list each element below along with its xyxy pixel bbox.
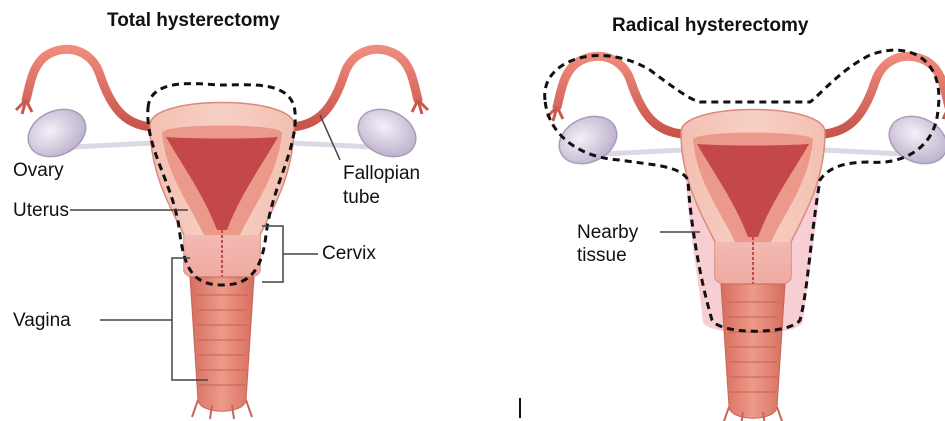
label-nearby-line2: tissue bbox=[577, 245, 627, 266]
label-vagina: Vagina bbox=[13, 310, 71, 331]
label-cervix: Cervix bbox=[322, 243, 376, 264]
left-organ bbox=[16, 49, 428, 419]
label-fallopian-line2: tube bbox=[343, 187, 380, 208]
label-ovary: Ovary bbox=[13, 160, 64, 181]
label-uterus: Uterus bbox=[13, 200, 69, 221]
right-panel-title: Radical hysterectomy bbox=[612, 15, 808, 37]
fallopian-pointer bbox=[320, 115, 340, 160]
label-nearby-line1: Nearby bbox=[577, 222, 638, 243]
left-panel-title: Total hysterectomy bbox=[107, 10, 280, 32]
cervix-bracket bbox=[262, 226, 318, 282]
label-fallopian-line1: Fallopian bbox=[343, 163, 420, 184]
